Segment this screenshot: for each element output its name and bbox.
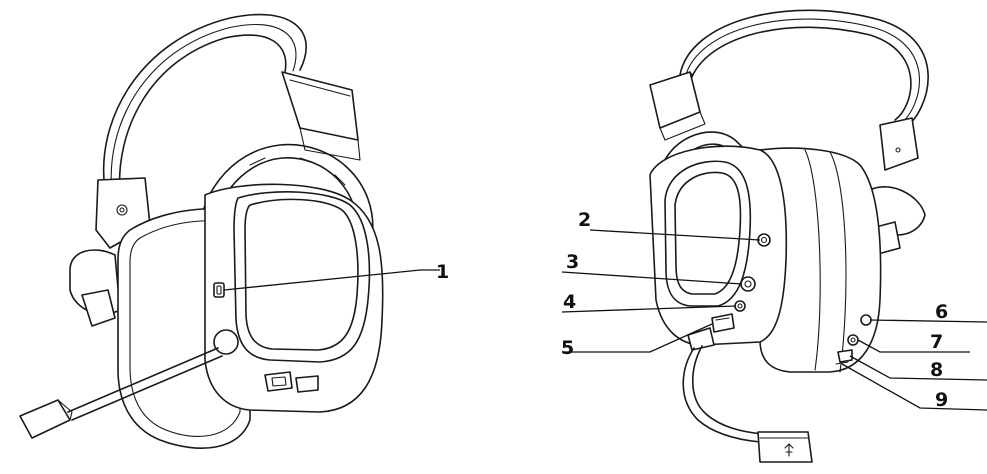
- callout-9: 9: [935, 389, 948, 411]
- right-port-8: [837, 349, 853, 363]
- leader-3: [561, 271, 743, 285]
- right-side-slider: [879, 117, 919, 171]
- right-port-4: [734, 300, 746, 312]
- leader-2: [589, 229, 761, 241]
- right-button-5: [711, 313, 735, 333]
- right-top-slider: [649, 71, 701, 129]
- usb-icon: [784, 443, 794, 457]
- left-mic-base: [213, 329, 239, 355]
- leader-8: [849, 355, 987, 381]
- callout-labels: 1 2 3 4 5 6 7 8 9: [436, 209, 948, 411]
- leader-6: [869, 319, 987, 323]
- right-earpad-opening: [664, 160, 752, 307]
- right-headband-inner: [689, 26, 912, 121]
- right-port-3: [740, 276, 756, 292]
- right-port-7: [847, 334, 859, 346]
- callout-3: 3: [566, 251, 579, 273]
- left-port-1: [213, 282, 225, 298]
- callout-7: 7: [930, 331, 943, 353]
- right-port-9: [835, 361, 849, 365]
- right-headband-outer: [679, 9, 929, 129]
- callout-leaders: [223, 229, 987, 411]
- right-usb-plug: [757, 431, 813, 463]
- right-headset: [649, 9, 929, 463]
- leader-9: [841, 363, 987, 411]
- callout-6: 6: [935, 301, 948, 323]
- right-port-6: [860, 314, 872, 326]
- leader-5: [562, 323, 713, 353]
- left-mic-tip: [19, 399, 71, 439]
- left-headband-top-slider: [281, 71, 359, 141]
- callout-2: 2: [578, 209, 591, 231]
- callout-8: 8: [930, 359, 943, 381]
- leader-7: [857, 339, 970, 353]
- callout-1: 1: [436, 261, 449, 283]
- left-headset: [19, 13, 384, 449]
- leader-4: [561, 305, 737, 313]
- callout-5: 5: [561, 337, 574, 359]
- left-earcup-panel: [233, 191, 371, 363]
- callout-4: 4: [563, 291, 576, 313]
- left-bottom-button: [264, 371, 293, 392]
- leader-1: [223, 269, 440, 291]
- left-headband-outer: [102, 13, 307, 191]
- right-cable: [682, 347, 761, 443]
- left-headband-seam: [110, 24, 297, 193]
- left-headband-inner: [118, 34, 287, 196]
- left-mic-boom: [67, 347, 223, 421]
